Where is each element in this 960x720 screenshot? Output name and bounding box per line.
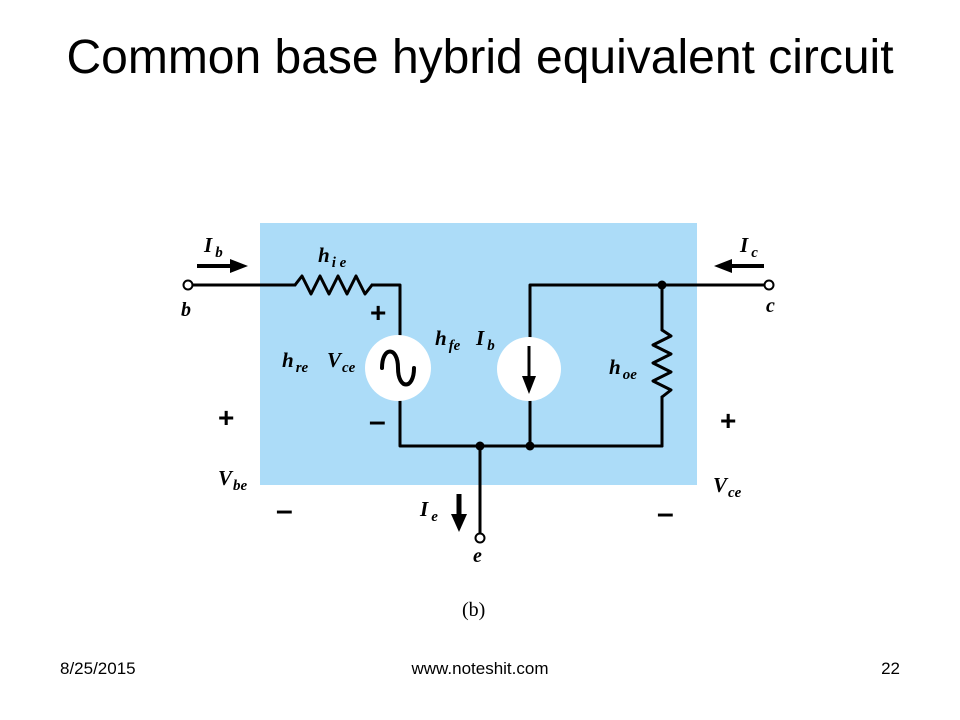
down-arrow-icon (451, 514, 467, 532)
vce-output-label: Vce (713, 473, 742, 501)
wire-source-to-bottom (398, 395, 664, 448)
terminal-b-label: b (181, 299, 191, 321)
junction-dot (525, 441, 535, 451)
terminal-c-label: c (766, 295, 775, 317)
down-arrow-icon (522, 376, 536, 394)
figure-caption: (b) (462, 599, 485, 621)
footer-page-number: 22 (881, 659, 900, 678)
junction-dot (657, 280, 667, 290)
wire-hie-to-source (370, 283, 402, 340)
hoe-resistor (651, 328, 673, 399)
terminal-b (182, 279, 194, 291)
terminal-e-label: e (473, 545, 482, 567)
footer-url: www.noteshit.com (411, 659, 549, 678)
footer-date: 8/25/2015 (60, 659, 136, 678)
vce-minus-sign: – (657, 497, 674, 530)
vbe-label: Vbe (218, 466, 248, 494)
left-arrow-icon (714, 259, 732, 273)
vce-source-label: Vce (327, 348, 356, 376)
terminal-c (763, 279, 775, 291)
terminal-e (474, 532, 486, 544)
wire-current-source-top (528, 283, 664, 342)
junction-dot (475, 441, 485, 451)
vbe-minus-sign: – (276, 494, 293, 527)
hie-resistor (293, 274, 374, 296)
vbe-plus-sign: + (218, 402, 234, 433)
right-arrow-icon (230, 259, 248, 273)
source-plus-sign: + (370, 297, 386, 328)
equivalent-box (260, 223, 697, 485)
source-minus-sign: – (369, 405, 386, 438)
vce-plus-sign: + (720, 405, 736, 436)
slide-title: Common base hybrid equivalent circuit (66, 31, 894, 84)
ac-sine-icon (380, 349, 416, 387)
